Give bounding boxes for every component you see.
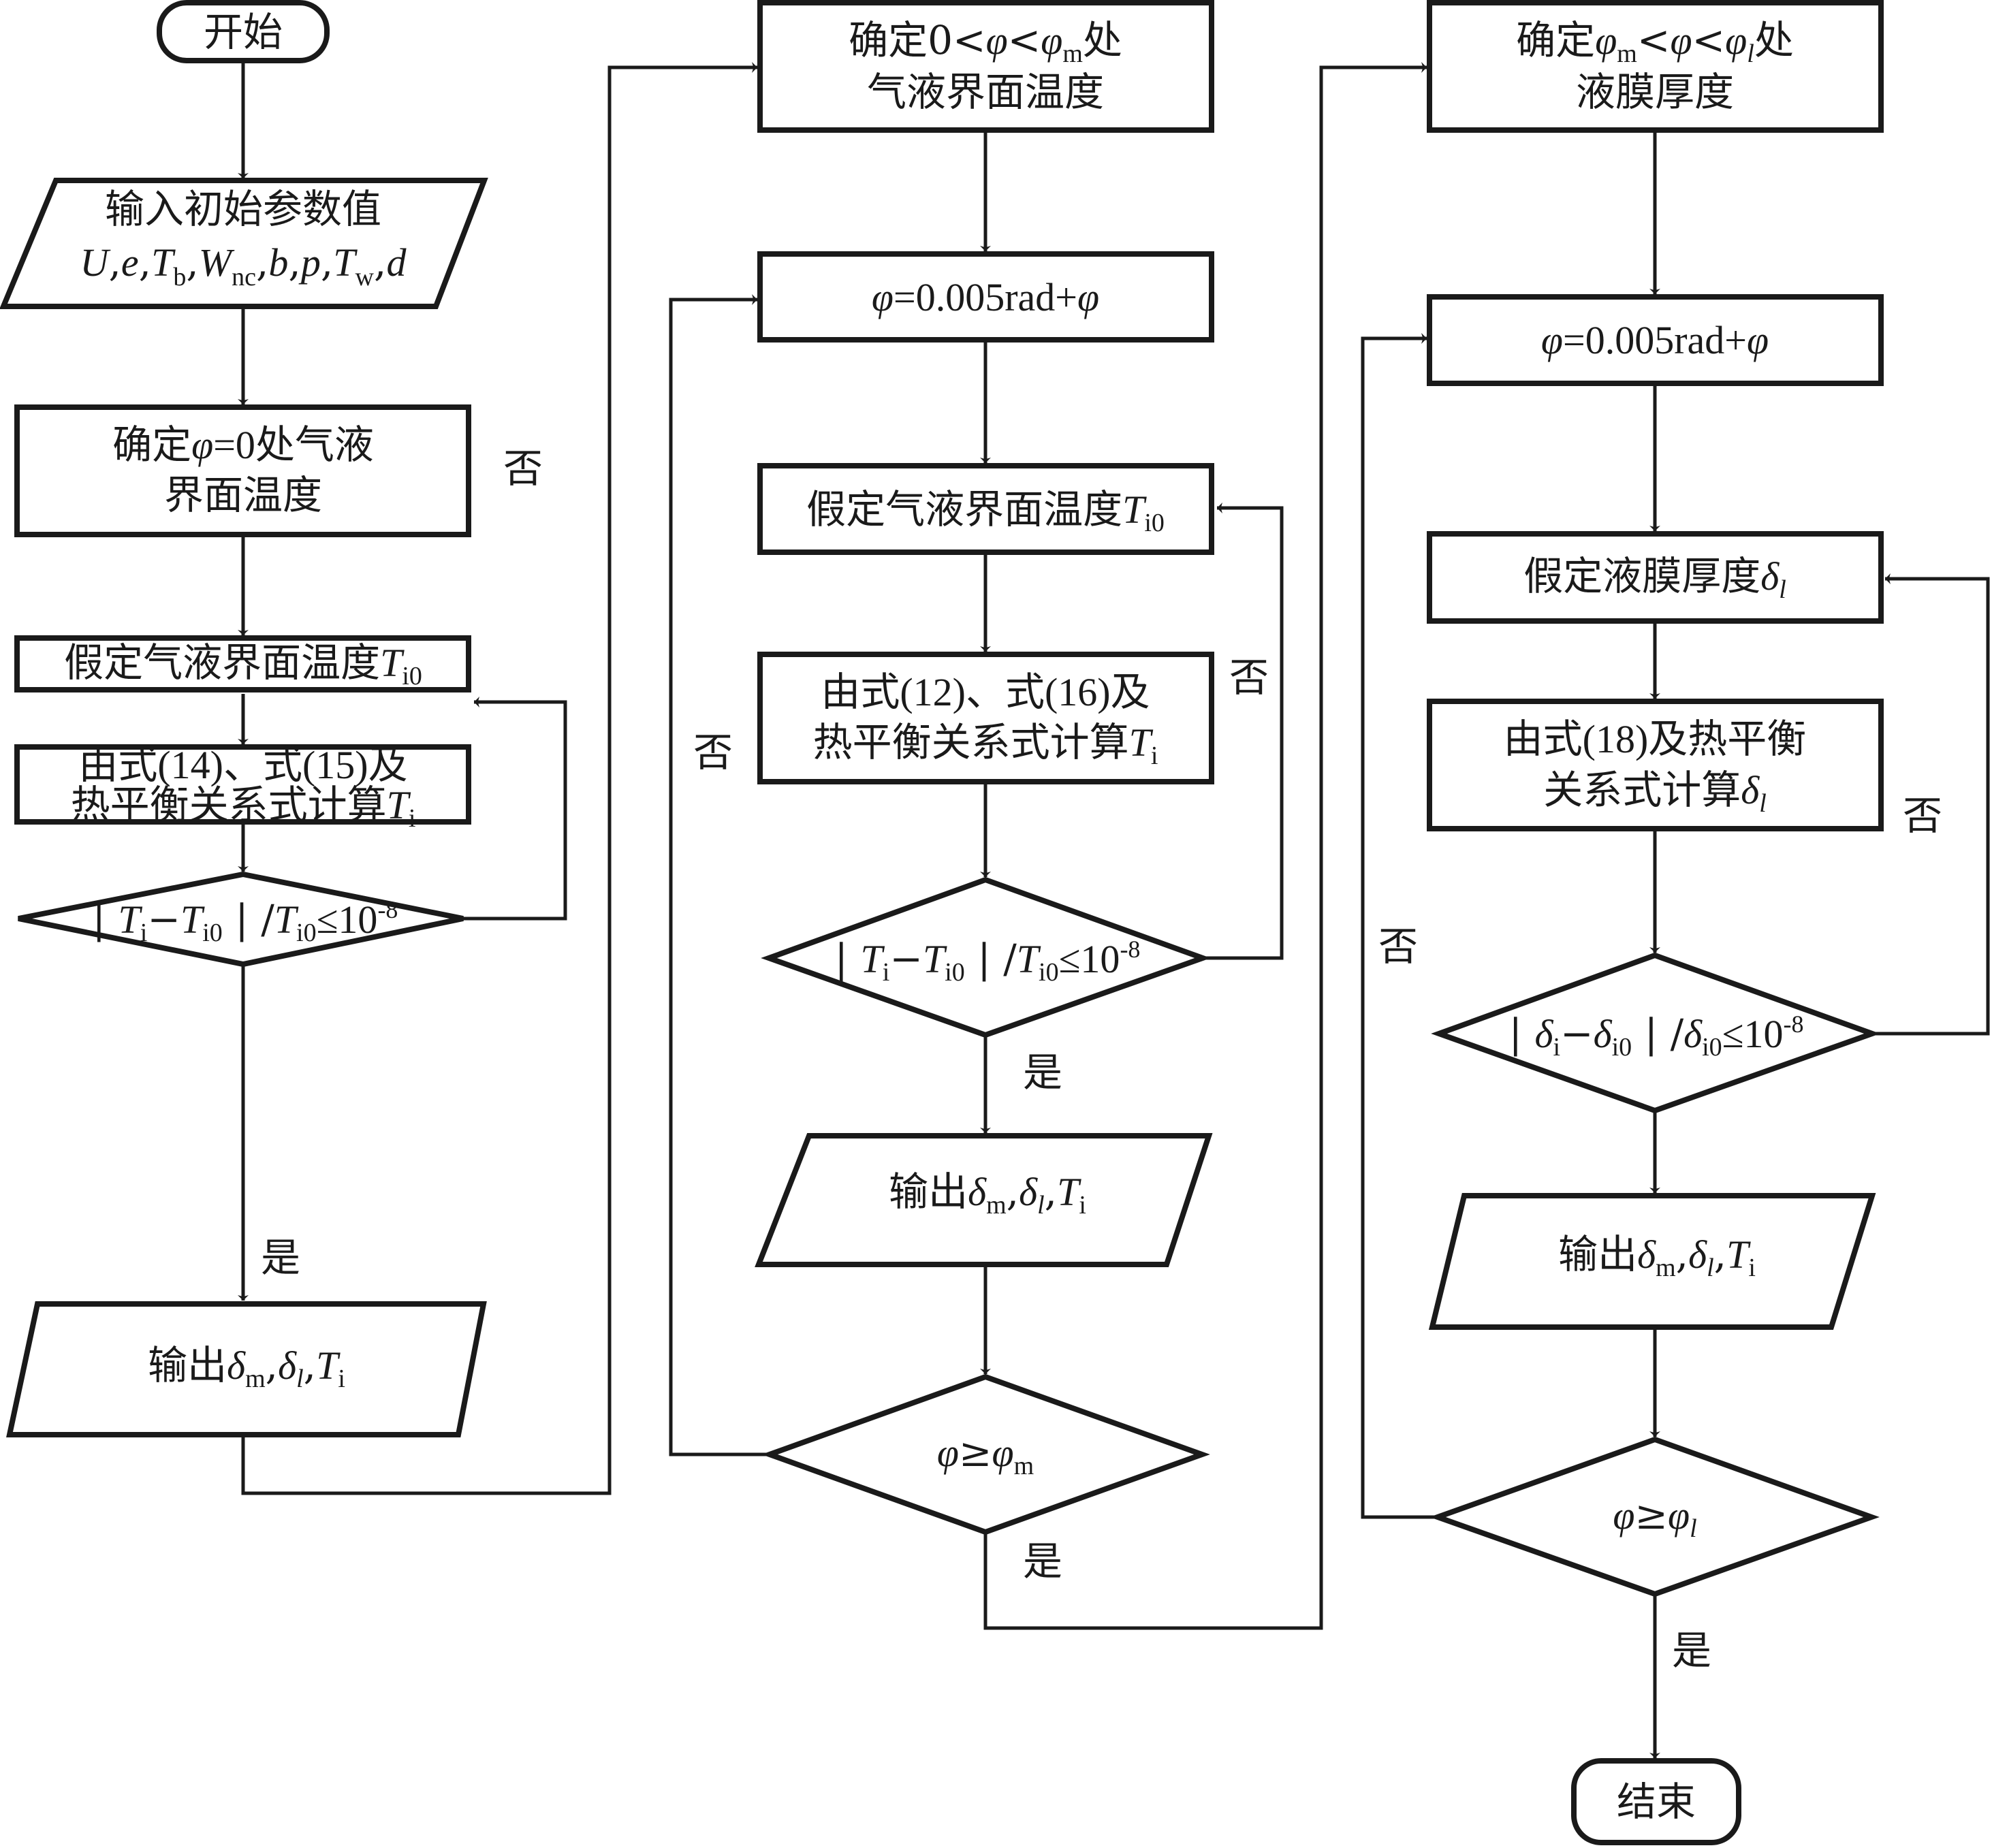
loop-check-phim-label: φ≥φm xyxy=(937,1429,1034,1480)
determine-film-thickness-line2: 液膜厚度 xyxy=(1576,69,1734,115)
compute-film-thickness-line2: 关系式计算δl xyxy=(1543,767,1767,818)
determine-phi0-node: 确定φ=0处气液 界面温度 xyxy=(14,404,471,537)
label-yes-1: 是 xyxy=(261,1234,300,1281)
convergence-check-3: | δi−δi0 | /δi0≤10-8 xyxy=(1431,952,1880,1114)
loop-check-phim: φ≥φm xyxy=(761,1373,1210,1535)
label-yes-outer-2: 是 xyxy=(1023,1538,1062,1584)
edge-check1-no-loop xyxy=(463,697,567,921)
input-label-line1: 输入初始参数值 xyxy=(105,186,381,232)
label-yes-3: 是 xyxy=(1672,1627,1711,1674)
end-label: 结束 xyxy=(1617,1779,1696,1825)
increment-phi-label-2: φ=0.005rad+φ xyxy=(1541,318,1769,362)
output-node-1-body: 输出δm,δl,Ti xyxy=(6,1301,487,1437)
output-node-2: 输出δm,δl,Ti xyxy=(755,1133,1213,1267)
input-params: U,e,Tb,Wnc,b,p,Tw,d xyxy=(80,239,407,291)
compute-ti-line2-1: 热平衡关系式计算Ti xyxy=(71,782,416,833)
determine-interface-temp-line2: 气液界面温度 xyxy=(867,69,1104,115)
convergence-check-label-2: | Ti−Ti0 | /Ti0≤10-8 xyxy=(835,936,1141,987)
label-yes-inner-2: 是 xyxy=(1023,1049,1062,1096)
label-no-outer-3: 否 xyxy=(1378,923,1418,970)
convergence-check-1: | Ti−Ti0 | /Ti0≤10-8 xyxy=(18,871,464,968)
increment-phi-node-1: φ=0.005rad+φ xyxy=(757,251,1214,342)
edge-check3-no-loop xyxy=(1872,573,1990,1036)
assume-ti0-node-1: 假定气液界面温度Ti0 xyxy=(14,635,471,692)
compute-film-thickness-line1: 由式(18)及热平衡 xyxy=(1504,717,1807,761)
determine-interface-temp-line1: 确定0<φ<φm处 xyxy=(849,17,1122,68)
convergence-check-label-1: | Ti−Ti0 | /Ti0≤10-8 xyxy=(93,896,398,947)
determine-interface-temp-node: 确定0<φ<φm处 气液界面温度 xyxy=(757,0,1214,133)
edge-loopcheck3-no-loop xyxy=(1361,333,1438,1519)
assume-film-thickness-node: 假定液膜厚度δl xyxy=(1427,531,1884,624)
assume-ti0-label-2: 假定气液界面温度Ti0 xyxy=(806,486,1165,537)
determine-film-thickness-line1: 确定φm<φ<φl处 xyxy=(1516,17,1794,68)
convergence-check-2: | Ti−Ti0 | /Ti0≤10-8 xyxy=(761,876,1211,1038)
compute-ti-line2-2: 热平衡关系式计算Ti xyxy=(813,719,1158,770)
convergence-check-label-3: | δi−δi0 | /δi0≤10-8 xyxy=(1509,1010,1804,1062)
output-node-3: 输出δm,δl,Ti xyxy=(1428,1193,1876,1330)
increment-phi-label-1: φ=0.005rad+φ xyxy=(872,275,1099,319)
label-no-outer-2: 否 xyxy=(693,729,733,776)
assume-ti0-node-2: 假定气液界面温度Ti0 xyxy=(757,463,1214,555)
loop-check-phil: φ≥φl xyxy=(1429,1436,1880,1597)
edge-col2-to-col3 xyxy=(983,62,1427,1630)
compute-film-thickness-node: 由式(18)及热平衡 关系式计算δl xyxy=(1427,699,1884,831)
column-2: 确定0<φ<φm处 气液界面温度 φ=0.005rad+φ 假定气液界面温度Ti… xyxy=(669,0,1284,1584)
start-node: 开始 xyxy=(157,0,330,63)
input-node: 输入初始参数值 U,e,Tb,Wnc,b,p,Tw,d xyxy=(0,178,488,309)
column-1: 开始 输入初始参数值 U,e,Tb,Wnc,b,p,Tw,d 确定φ=0处气液 … xyxy=(0,0,567,1301)
compute-ti-line1-1: 由式(14)、式(15)及 xyxy=(78,743,407,787)
label-no-1: 否 xyxy=(503,445,543,492)
edge-check2-no-loop xyxy=(1203,503,1284,960)
output-label-1: 输出δm,δl,Ti xyxy=(148,1342,345,1393)
output-label-3: 输出δm,δl,Ti xyxy=(1558,1231,1756,1282)
assume-ti0-label-1: 假定气液界面温度Ti0 xyxy=(64,639,422,690)
compute-ti-node-2: 由式(12)、式(16)及 热平衡关系式计算Ti xyxy=(757,652,1214,784)
loop-check-phil-label: φ≥φl xyxy=(1613,1492,1696,1543)
compute-ti-node-1: 由式(14)、式(15)及 热平衡关系式计算Ti xyxy=(14,743,471,833)
label-no-inner-3: 否 xyxy=(1903,793,1942,839)
increment-phi-node-2: φ=0.005rad+φ xyxy=(1427,294,1884,386)
edge-col1-to-col2 xyxy=(241,62,757,1495)
end-node: 结束 xyxy=(1571,1758,1741,1845)
column-3: 确定φm<φ<φl处 液膜厚度 φ=0.005rad+φ 假定液膜厚度δl 由式… xyxy=(1361,0,1990,1845)
compute-ti-line1-2: 由式(12)、式(16)及 xyxy=(821,670,1150,714)
start-label: 开始 xyxy=(204,9,283,55)
determine-phi0-line1: 确定φ=0处气液 xyxy=(112,421,374,468)
determine-film-thickness-node: 确定φm<φ<φl处 液膜厚度 xyxy=(1427,0,1884,133)
assume-film-thickness-label: 假定液膜厚度δl xyxy=(1523,553,1786,604)
label-no-inner-2: 否 xyxy=(1229,654,1269,701)
determine-phi0-line2: 界面温度 xyxy=(164,472,322,518)
output-label-2: 输出δm,δl,Ti xyxy=(889,1168,1086,1220)
edge-loopcheck-no-loop xyxy=(669,294,770,1456)
